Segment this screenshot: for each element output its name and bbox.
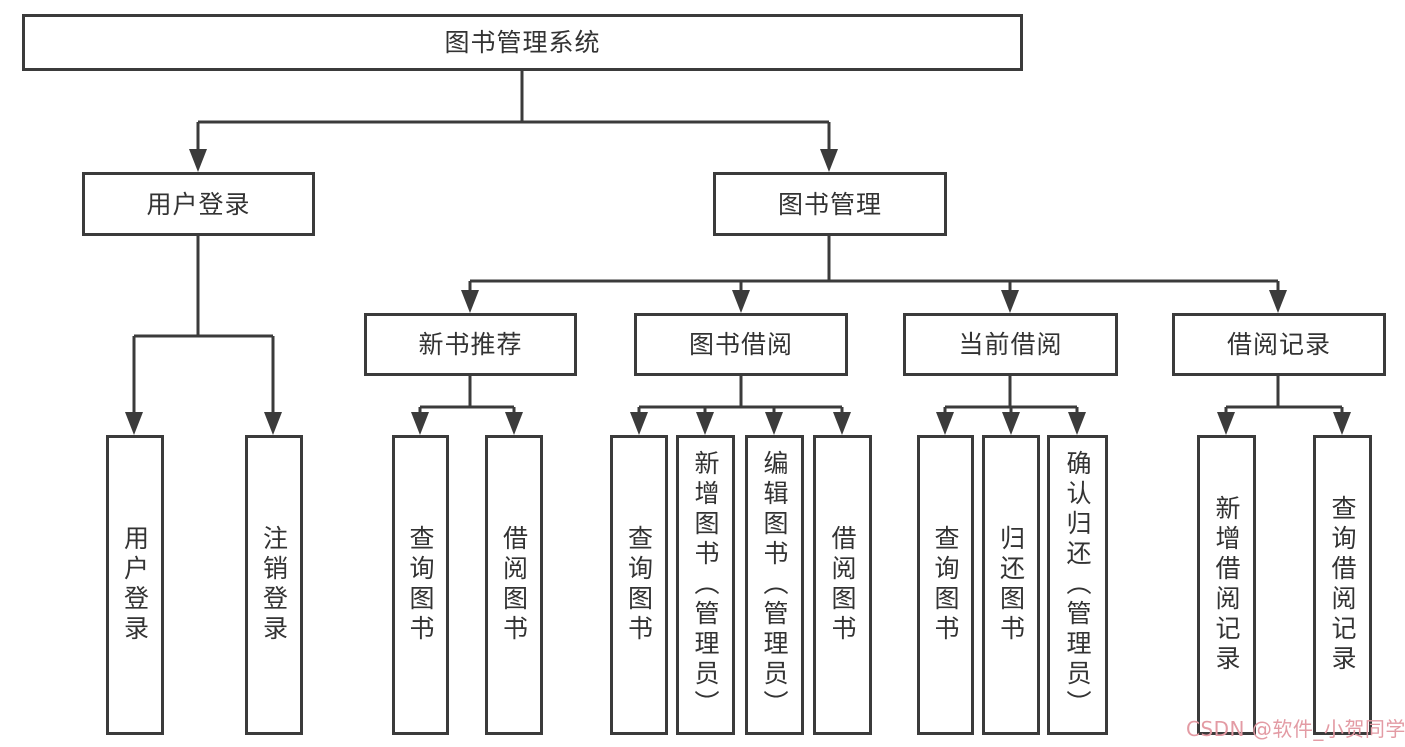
leaf-query-book-recommend-label: 查询图书 [406,525,435,645]
node-current-borrow: 当前借阅 [903,313,1118,376]
arrowhead-icon [833,412,851,435]
leaf-user-login: 用户登录 [106,435,164,735]
leaf-query-borrow-record: 查询借阅记录 [1313,435,1372,735]
node-book-management-label: 图书管理 [777,189,882,219]
leaf-edit-book-admin-label: 编辑图书（管理员） [760,450,789,720]
leaf-query-book-current: 查询图书 [917,435,974,735]
leaf-add-book-admin-label: 新增图书（管理员） [691,450,720,720]
leaf-query-book-borrow-label: 查询图书 [624,525,654,645]
node-borrow-record-label: 借阅记录 [1226,330,1331,359]
arrowhead-icon [630,412,648,435]
arrowhead-icon [189,149,207,172]
leaf-query-borrow-record-label: 查询借阅记录 [1328,495,1357,675]
arrowhead-icon [732,290,750,313]
node-new-book-recommend: 新书推荐 [364,313,577,376]
node-book-borrow-label: 图书借阅 [688,330,793,359]
leaf-query-book-recommend: 查询图书 [392,435,449,735]
leaf-add-borrow-record-label: 新增借阅记录 [1212,495,1241,675]
arrowheads [125,149,1351,435]
node-borrow-record: 借阅记录 [1172,313,1386,376]
arrowhead-icon [125,412,143,435]
node-user-login-label: 用户登录 [146,189,251,219]
arrowhead-icon [1269,290,1287,313]
arrowhead-icon [411,412,429,435]
level3-arrow-shafts [468,281,1280,295]
leaf-add-book-admin: 新增图书（管理员） [676,435,735,735]
arrowhead-icon [936,412,954,435]
leaf-borrow-book-recommend-label: 借阅图书 [499,525,529,645]
leaf-confirm-return-admin: 确认归还（管理员） [1047,435,1108,735]
csdn-watermark: CSDN @软件_小贺同学 [1186,717,1405,741]
arrowhead-icon [1217,412,1235,435]
leaf-edit-book-admin: 编辑图书（管理员） [745,435,804,735]
level1-arrow-shafts [196,122,831,153]
node-current-borrow-label: 当前借阅 [958,330,1063,359]
node-new-book-recommend-label: 新书推荐 [418,330,523,359]
leaf-return-book: 归还图书 [982,435,1040,735]
leaf-borrow-book-recommend: 借阅图书 [485,435,543,735]
user-login-arrow-shafts [132,336,275,417]
leaf-user-login-label: 用户登录 [120,525,150,645]
leaf-query-book-borrow: 查询图书 [610,435,668,735]
node-root: 图书管理系统 [22,14,1023,71]
arrowhead-icon [696,412,714,435]
leaf-add-borrow-record: 新增借阅记录 [1197,435,1256,735]
node-root-label: 图书管理系统 [444,28,601,57]
leaf-return-book-label: 归还图书 [996,525,1026,645]
leaf-borrow-book-label: 借阅图书 [828,525,857,645]
node-book-borrow: 图书借阅 [634,313,848,376]
arrowhead-icon [505,412,523,435]
arrowhead-icon [1002,412,1020,435]
leaf-logout: 注销登录 [245,435,303,735]
arrowhead-icon [461,290,479,313]
arrowhead-icon [1068,412,1086,435]
arrowhead-icon [820,149,838,172]
node-book-management: 图书管理 [713,172,947,236]
leaf-confirm-return-admin-label: 确认归还（管理员） [1063,450,1092,720]
node-user-login: 用户登录 [82,172,315,236]
leaf-query-book-current-label: 查询图书 [931,525,960,645]
arrowhead-icon [765,412,783,435]
leaf-borrow-book: 借阅图书 [813,435,872,735]
leaf-logout-label: 注销登录 [259,525,289,645]
arrowhead-icon [1001,290,1019,313]
arrowhead-icon [1333,412,1351,435]
arrowhead-icon [264,412,282,435]
